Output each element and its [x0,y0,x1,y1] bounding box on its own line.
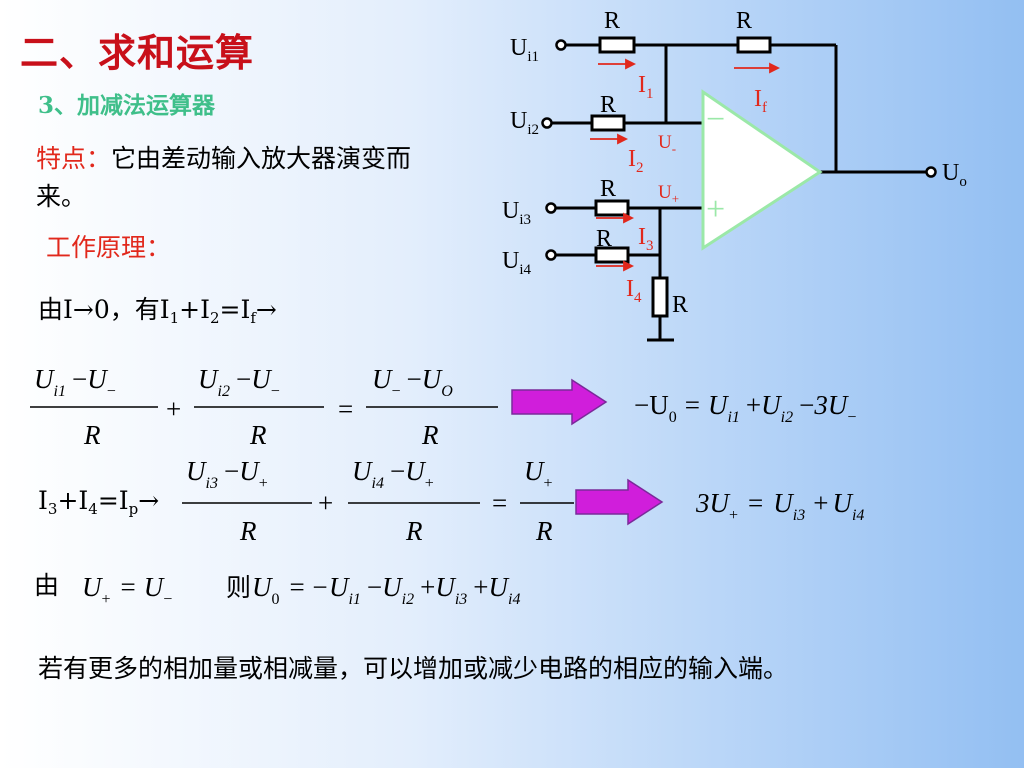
principle-label: 工作原理： [46,233,172,262]
eq2-denominator-1: R [239,516,257,546]
cond2-subp: p [128,500,139,518]
cond2-plus: +I [57,486,89,515]
terminal-ui1 [555,39,567,51]
terminal-uo [925,166,937,178]
eq3-left: U+=U− [82,572,172,608]
resistor-3 [594,199,630,217]
label-ui3: Ui3 [502,198,531,228]
label-r2: R [600,92,616,118]
label-i4: I4 [626,276,642,306]
implies-arrow-2 [575,478,664,526]
label-if: If [754,86,767,116]
label-r4: R [596,226,612,252]
label-ui2: Ui2 [510,108,539,138]
terminal-ui3 [545,202,557,214]
resistor-2 [590,114,626,132]
cond1-plus: +I [179,295,210,324]
page-title: 二、求和运算 [20,31,255,75]
eq1-equals: = [338,394,353,424]
implies-arrow-1 [511,378,608,426]
eq1-result: −U0=Ui1+Ui2−3U− [634,390,856,426]
eq2-plus: + [318,488,333,518]
cond1-prefix: 由I→0，有I [38,295,170,324]
label-i2: I2 [628,146,644,176]
eq1-plus: + [166,394,181,424]
features-text: 它由差动输入放大器演变而来。 [36,144,412,211]
equations-block: Ui1−U− R + Ui2−U− R = U−−UO R −U0=Ui1+Ui… [30,364,864,608]
resistor-1 [598,36,636,54]
cond2-i: I [38,486,48,515]
label-ui1: Ui1 [510,35,539,65]
cond2-arrow: → [138,486,160,515]
eq2-denominator-3: R [535,516,553,546]
eq2-equals: = [492,488,507,518]
resistor-feedback [736,36,772,54]
label-u-minus: U- [658,132,676,156]
opamp-minus-sign: − [706,101,725,138]
eq2-denominator-2: R [405,516,423,546]
summing-amplifier-circuit: Ui1 Ui2 Ui3 Ui4 Uo R R R R R R I1 If I2 … [502,8,967,342]
cond1-sub1: 1 [169,309,180,327]
label-u-plus: U+ [658,182,679,206]
cond2-eq: =I [97,486,129,515]
label-i1: I1 [638,72,654,102]
cond2-sub3: 3 [47,500,58,518]
eq2-result: 3U+=Ui3+Ui4 [695,488,864,524]
features-label: 特点： [36,144,112,173]
eq2-numerator-1: Ui3−U+ [186,456,268,492]
eq1-numerator-2: Ui2−U− [198,364,280,400]
label-i3: I3 [638,224,654,254]
label-r1: R [604,8,620,34]
features-paragraph: 特点：它由差动输入放大器演变而来。 [36,140,416,216]
eq2-numerator-3: U+ [524,456,553,492]
resistor-ground [651,276,669,318]
label-uo: Uo [942,160,967,190]
resistor-4 [594,246,630,264]
label-rf: R [736,8,752,34]
eq2-numerator-2: Ui4−U+ [352,456,434,492]
cond1-sub2: 2 [209,309,220,327]
eq1-denominator-3: R [421,420,439,450]
current-condition-2: I3+I4=Ip→ [38,486,159,518]
cond3-prefix: 由 [34,571,60,600]
eq1-numerator-1: Ui1−U− [34,364,116,400]
opamp-plus-sign: + [706,191,725,228]
terminal-ui2 [541,117,553,129]
cond2-sub4: 4 [88,500,98,518]
label-ui4: Ui4 [502,248,532,278]
current-condition-1: 由I→0，有I1+I2=If→ [38,290,277,327]
label-rg: R [672,292,688,318]
section-subtitle: 3、加减法运算器 [38,92,216,119]
eq1-denominator-1: R [83,420,101,450]
conclusion-text: 若有更多的相加量或相减量，可以增加或减少电路的相应的输入端。 [38,654,789,683]
cond1-arrow: → [255,295,277,324]
opamp-triangle [701,89,823,251]
eq1-numerator-3: U−−UO [372,364,453,400]
eq1-denominator-2: R [249,420,267,450]
cond1-subf: f [250,309,256,327]
terminal-ui4 [545,249,557,261]
eq3-right: U0=−Ui1−Ui2+Ui3+Ui4 [252,572,520,608]
label-r3: R [600,176,616,202]
eq3-then-word: 则 [226,574,251,602]
cond1-eq: =I [219,295,251,324]
